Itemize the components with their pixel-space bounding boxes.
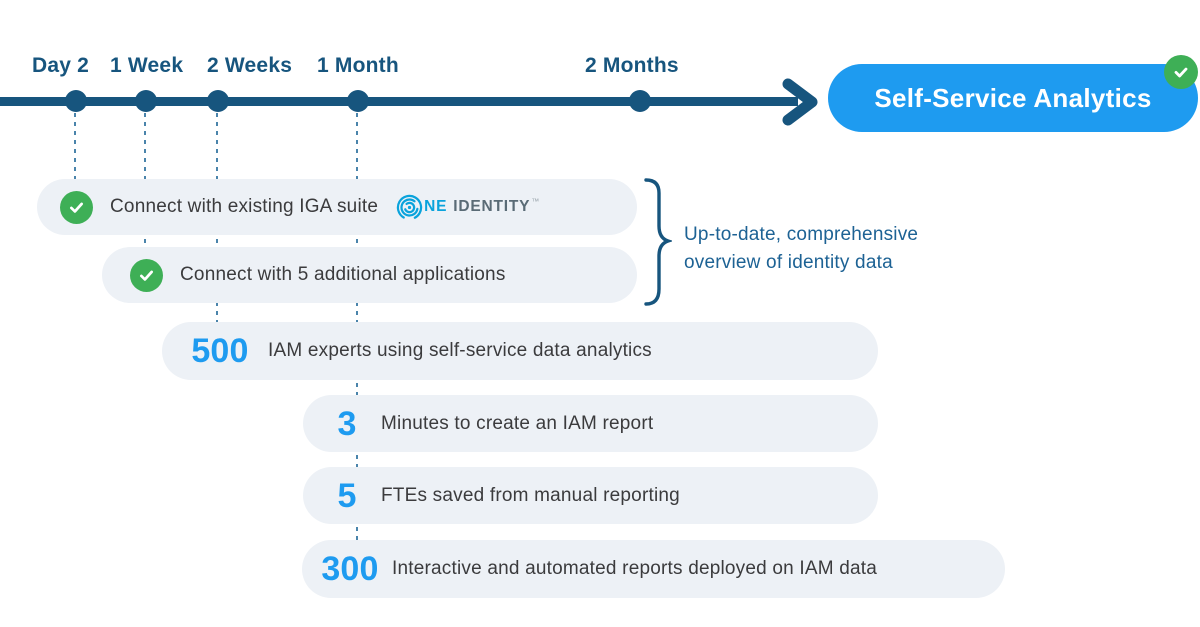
logo-text-identity: IDENTITY	[453, 198, 531, 215]
stat-number: 3	[337, 404, 357, 443]
curly-brace-icon	[644, 178, 672, 306]
cta-label: Self-Service Analytics	[874, 82, 1152, 113]
milestone-label-2months: 2 Months	[585, 54, 679, 77]
milestone-row-connect-iga: Connect with existing IGA suite NE IDENT…	[37, 179, 637, 235]
stat-number: 300	[321, 550, 379, 588]
check-badge-icon	[1164, 55, 1198, 89]
o-swirl-icon	[396, 194, 423, 220]
logo-trademark: ™	[531, 196, 540, 206]
timeline-dot-day2	[65, 90, 87, 112]
logo-text-ne: NE	[424, 198, 448, 215]
timeline-dot-2months	[629, 90, 651, 112]
self-service-analytics-button[interactable]: Self-Service Analytics	[828, 64, 1198, 132]
stat-number: 5	[337, 476, 357, 515]
row-text: FTEs saved from manual reporting	[381, 484, 680, 506]
check-circle-icon	[60, 190, 93, 224]
stat-number: 500	[191, 332, 249, 370]
timeline-dot-1week	[135, 90, 157, 112]
milestone-row-connect-apps: Connect with 5 additional applications	[102, 247, 637, 303]
milestone-row-300-reports: 300 Interactive and automated reports de…	[302, 540, 1005, 598]
one-identity-logo: NE IDENTITY ™	[396, 194, 539, 221]
row-text: Connect with 5 additional applications	[180, 264, 506, 285]
check-circle-icon	[130, 258, 163, 292]
row-text: Connect with existing IGA suite	[110, 196, 379, 217]
milestone-label-1month: 1 Month	[317, 54, 399, 77]
milestone-row-5-ftes: 5 FTEs saved from manual reporting	[303, 467, 878, 524]
timeline-dot-2weeks	[207, 90, 229, 112]
arrowhead-icon	[782, 78, 818, 126]
annotation-line2: overview of identity data	[684, 252, 893, 273]
milestone-label-day2: Day 2	[32, 54, 90, 77]
milestone-label-2weeks: 2 Weeks	[207, 54, 293, 77]
milestone-label-1week: 1 Week	[110, 54, 184, 77]
milestone-row-3-minutes: 3 Minutes to create an IAM report	[303, 395, 878, 452]
row-text: IAM experts using self-service data anal…	[268, 340, 652, 361]
milestone-row-500-experts: 500 IAM experts using self-service data …	[162, 322, 878, 380]
annotation-text: Up-to-date, comprehensive overview of id…	[684, 221, 918, 277]
row-text: Interactive and automated reports deploy…	[392, 558, 878, 579]
row-text: Minutes to create an IAM report	[381, 412, 654, 434]
timeline-axis	[0, 97, 798, 106]
dashed-connector-day2	[74, 113, 76, 179]
timeline-dot-1month	[347, 90, 369, 112]
annotation-line1: Up-to-date, comprehensive	[684, 224, 919, 245]
